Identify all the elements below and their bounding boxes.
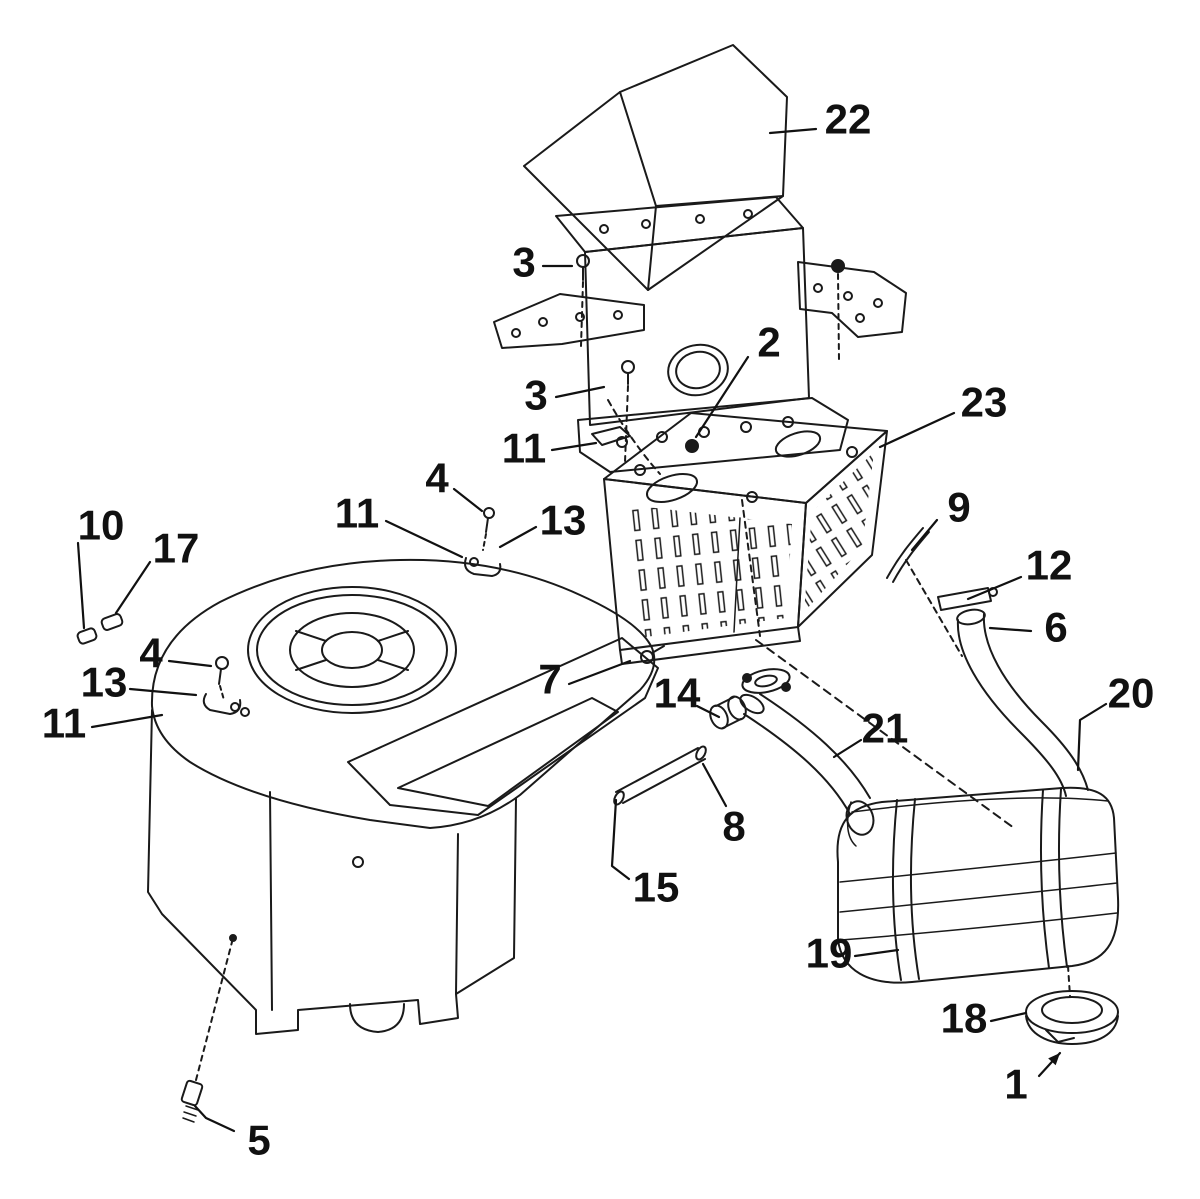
callout-leader-21 xyxy=(832,738,863,759)
callout-label-3: 3 xyxy=(512,239,535,286)
callout-label-11: 11 xyxy=(502,425,546,472)
strap-9 xyxy=(886,527,930,583)
callout-label-18: 18 xyxy=(941,995,988,1042)
callout-label-13: 13 xyxy=(81,659,128,706)
callout-leader-14 xyxy=(695,704,721,719)
bolt-4-left xyxy=(215,656,229,670)
callout-label-4: 4 xyxy=(139,630,163,677)
callout-label-9: 9 xyxy=(947,484,970,531)
cover-part xyxy=(523,44,788,291)
bracket-assembly xyxy=(493,196,907,473)
spacer-10 xyxy=(76,627,98,645)
callout-label-15: 15 xyxy=(633,864,680,911)
callout-leader-9 xyxy=(910,518,939,552)
callout-leader-19 xyxy=(853,948,900,958)
callout-label-4: 4 xyxy=(425,455,449,502)
bolt-7 xyxy=(640,645,665,664)
tailpipe-20 xyxy=(956,608,1089,797)
bolt-5 xyxy=(180,934,237,1123)
callout-leader-23 xyxy=(878,411,956,449)
callout-label-7: 7 xyxy=(538,656,561,703)
callout-leader-13 xyxy=(498,525,538,549)
callout-label-3: 3 xyxy=(524,372,547,419)
callout-leader-22 xyxy=(768,127,818,135)
callout-label-11: 11 xyxy=(335,490,379,537)
callout-leader-18 xyxy=(989,1011,1028,1023)
callout-leader-2 xyxy=(694,355,750,439)
callout-label-17: 17 xyxy=(153,525,200,572)
tube-8-15 xyxy=(613,745,707,806)
callout-label-22: 22 xyxy=(825,96,872,143)
muffler-strap xyxy=(891,799,902,981)
callout-label-20: 20 xyxy=(1108,670,1155,717)
muffler-strap xyxy=(1040,789,1050,969)
engine-block xyxy=(147,558,659,1035)
exhaust-flange xyxy=(741,668,791,694)
callout-leader-4 xyxy=(167,659,213,668)
callout-leader-4 xyxy=(452,487,484,513)
callout-label-8: 8 xyxy=(722,803,745,850)
callout-leader-15 xyxy=(610,798,631,881)
callout-label-12: 12 xyxy=(1026,542,1073,589)
callout-leader-11 xyxy=(384,519,464,559)
left-hardware xyxy=(76,613,250,717)
callout-label-11: 11 xyxy=(42,700,86,747)
callout-leader-20 xyxy=(1076,702,1108,772)
mounting-bolts xyxy=(576,254,845,463)
muffler-body xyxy=(836,786,1120,984)
callout-label-21: 21 xyxy=(862,705,909,752)
callout-leader-11 xyxy=(90,713,164,729)
top-hardware xyxy=(464,507,502,577)
callout-label-5: 5 xyxy=(247,1117,270,1164)
callout-label-6: 6 xyxy=(1044,604,1067,651)
callout-leader-11 xyxy=(550,441,598,452)
bolt-4-top xyxy=(483,507,495,519)
callout-label-13: 13 xyxy=(540,497,587,544)
assembly-axes xyxy=(607,399,1015,829)
clamp-13-top xyxy=(464,557,502,577)
exhaust-pipe-21 xyxy=(739,693,871,815)
callout-label-19: 19 xyxy=(806,930,853,977)
callout-label-14: 14 xyxy=(654,670,701,717)
callout-arrow-1 xyxy=(1048,1053,1060,1066)
coupling-14 xyxy=(709,695,747,730)
callout-label-23: 23 xyxy=(961,379,1008,426)
callout-label-2: 2 xyxy=(757,319,780,366)
callout-leader-7 xyxy=(567,659,632,686)
callout-label-1: 1 xyxy=(1004,1061,1027,1108)
flywheel-screen xyxy=(247,586,457,714)
muffler-cap-18 xyxy=(1025,965,1119,1045)
callout-leader-8 xyxy=(701,762,728,808)
heat-shield xyxy=(603,412,888,665)
callout-leader-6 xyxy=(988,626,1033,633)
spacer-17 xyxy=(100,613,124,631)
callout-leader-5 xyxy=(193,1104,236,1133)
callout-leader-17 xyxy=(114,560,152,615)
callout-leader-13 xyxy=(128,687,198,697)
callout-leader-3 xyxy=(554,385,606,399)
callout-label-10: 10 xyxy=(78,502,125,549)
callout-leader-10 xyxy=(76,541,86,630)
callout-leader-12 xyxy=(966,575,1023,601)
